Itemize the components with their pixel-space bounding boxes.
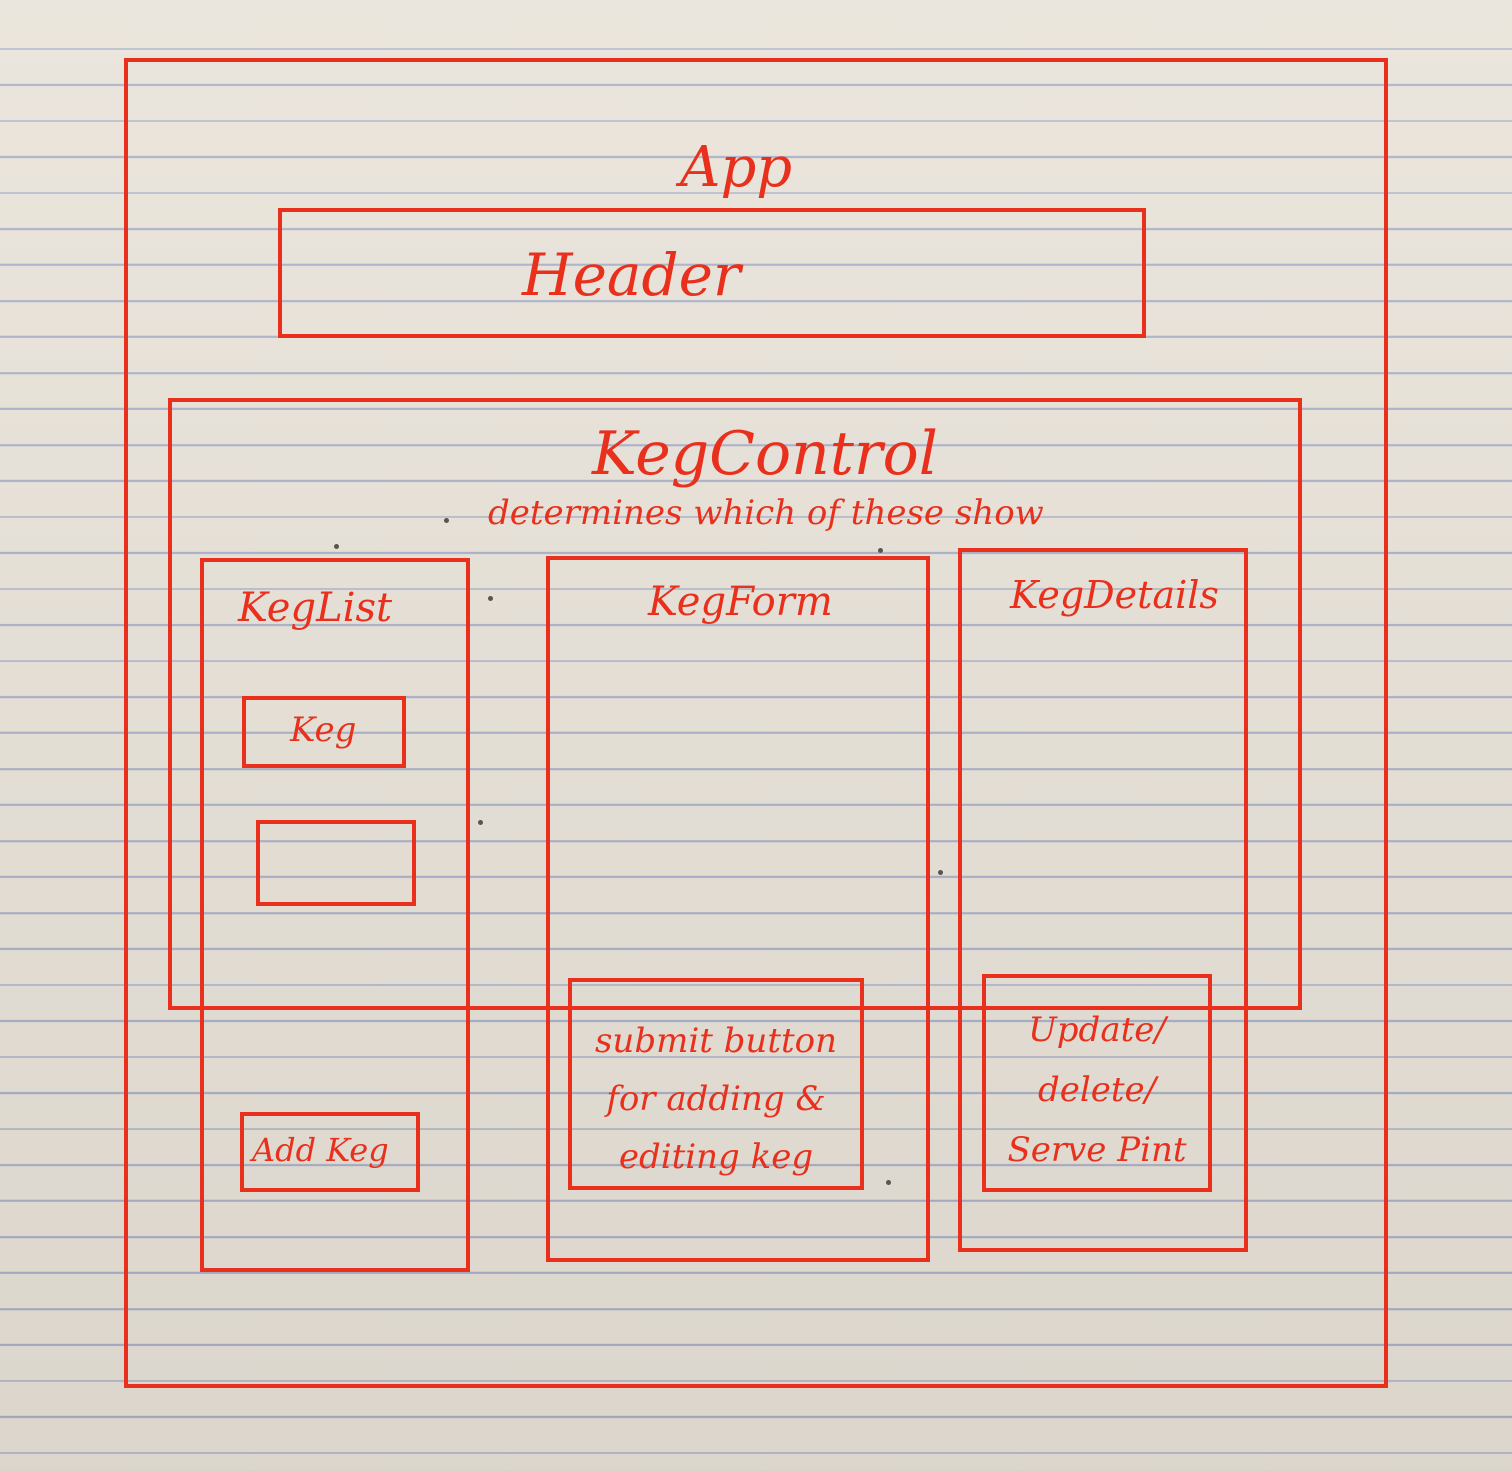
pen-dot <box>488 596 493 601</box>
keg-list-label: KegList <box>238 585 393 631</box>
keg-list-box <box>200 558 470 1272</box>
header-box <box>278 208 1146 338</box>
pen-dot <box>886 1180 891 1185</box>
app-box <box>124 58 1388 1388</box>
pen-dot <box>444 518 449 523</box>
app-label: App <box>680 135 793 200</box>
keg-form-box <box>546 556 930 1262</box>
pen-dot <box>334 544 339 549</box>
add-keg-button-box <box>240 1112 420 1192</box>
pen-dot <box>478 820 483 825</box>
keg-details-box <box>958 548 1248 1252</box>
keg-control-label: KegControl <box>592 419 938 489</box>
keg-item-box <box>242 696 406 768</box>
submit-button-box <box>568 978 864 1190</box>
pen-dot <box>938 870 943 875</box>
keg-details-label: KegDetails <box>1010 573 1219 617</box>
keg-item-label: Keg <box>290 710 357 750</box>
keg-control-note: determines which of these show <box>488 493 1044 533</box>
add-keg-button-label: Add Keg <box>252 1131 389 1169</box>
submit-button-note: submit button for adding & editing keg <box>594 1021 838 1177</box>
keg-actions-box <box>982 974 1212 1192</box>
keg-actions-note: Update/ delete/ Serve Pint <box>1007 1010 1187 1170</box>
keg-form-label: KegForm <box>648 579 833 625</box>
keg-item-empty-box <box>256 820 416 906</box>
header-label: Header <box>522 241 741 309</box>
keg-control-box <box>168 398 1302 1010</box>
pen-dot <box>878 548 883 553</box>
